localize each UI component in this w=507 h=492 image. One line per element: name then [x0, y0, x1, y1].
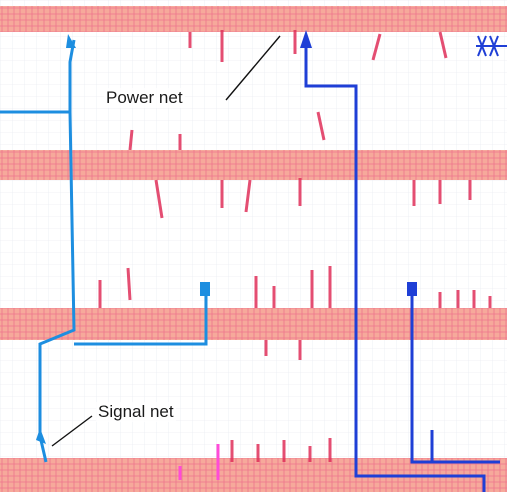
signal-net-pin-1	[200, 282, 210, 296]
power-net-leader-line	[225, 35, 281, 101]
signal-net-leader-line	[51, 415, 93, 447]
power-net-wires	[304, 40, 500, 492]
via-stubs-magenta	[178, 444, 220, 480]
power-rail-1	[0, 6, 507, 32]
signal-net-label: Signal net	[96, 402, 176, 422]
signal-net-arrow	[36, 428, 46, 444]
power-rail-3	[0, 308, 507, 340]
power-net-label: Power net	[104, 88, 185, 108]
power-net-arrow	[300, 30, 312, 48]
power-rail-2	[0, 150, 507, 180]
power-net-via-cluster	[476, 35, 507, 57]
power-net-pin	[407, 282, 417, 296]
signal-net-wires	[0, 39, 208, 463]
power-rails	[0, 6, 507, 492]
via-stubs	[98, 30, 492, 462]
signal-net-top-arrow	[66, 34, 76, 48]
